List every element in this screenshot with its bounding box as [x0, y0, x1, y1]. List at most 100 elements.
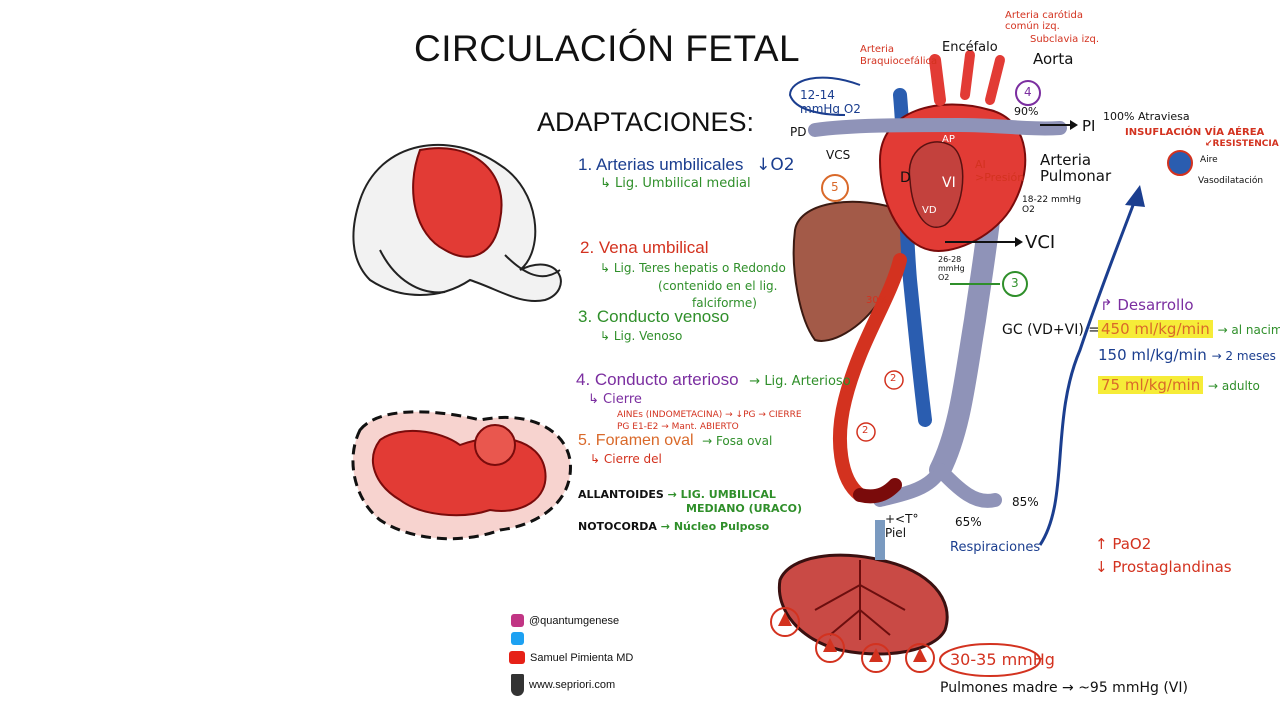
fetus-curled-illustration [351, 410, 572, 541]
gc-value: 450 ml/kg/min [1098, 320, 1213, 338]
label-vi: VI [942, 175, 956, 191]
item-note-text: Lig. Umbilical medial [615, 176, 751, 191]
item-label: 4. Conducto arterioso [576, 370, 739, 389]
heart-vessels-illustration [770, 50, 1193, 677]
gc-row: 75 ml/kg/min → adulto [1098, 376, 1260, 394]
item-note-3: falciforme) [692, 296, 757, 310]
label-atraviesa: 100% Atraviesa [1103, 110, 1190, 123]
item-arterias-umbilicales: 1. Arterias umbilicales ↓O2 [578, 155, 795, 175]
credit-instagram-text: @quantumgenese [529, 614, 620, 627]
item-note: ↳ Lig. Venoso [600, 329, 683, 343]
fetus-womb-illustration [352, 143, 562, 302]
item-note-text: Cierre [603, 392, 642, 407]
label-vd: VD [922, 205, 937, 216]
label-o2-vci: 26-28 mmHg O2 [938, 255, 965, 282]
remnant-allantoides: ALLANTOIDES → LIG. UMBILICAL [578, 488, 776, 501]
gc-arrow: → adulto [1208, 379, 1260, 393]
credit-instagram[interactable]: @quantumgenese [511, 614, 619, 627]
item-conducto-arterioso: 4. Conducto arterioso → Lig. Arterioso [576, 370, 851, 390]
label-vci: VCI [1025, 232, 1056, 253]
page-title: CIRCULACIÓN FETAL [414, 28, 801, 69]
credits: @quantumgenese [511, 614, 619, 627]
remnant-name: ALLANTOIDES [578, 488, 664, 501]
label-placenta-pressure: 30-35 mmHg [950, 650, 1055, 669]
item-note-text: Cierre del [603, 452, 662, 466]
label-pct-85: 85% [1012, 495, 1039, 509]
item-note: ↳ Lig. Teres hepatis o Redondo [600, 261, 786, 275]
instagram-icon [511, 614, 524, 627]
label-d: D [900, 170, 911, 186]
shield-logo-icon [511, 674, 524, 696]
number-2-marker-b: 2 [862, 425, 869, 436]
item-note: ↳ Lig. Umbilical medial [600, 176, 751, 191]
item-arrow-note-text: Lig. Arterioso [764, 374, 851, 389]
label-ap: AP [942, 134, 955, 145]
label-piel: +<T° Piel [885, 512, 919, 540]
youtube-icon [509, 651, 525, 664]
label-desarrollo-text: Desarrollo [1117, 296, 1194, 314]
item-label: 5. Foramen oval [578, 432, 694, 449]
remnant-result-2: MEDIANO (URACO) [686, 502, 802, 515]
credit-youtube-text: Samuel Pimienta MD [530, 651, 634, 664]
number-3-marker: 3 [1011, 276, 1019, 290]
label-o2-ap: 18-22 mmHg O2 [1022, 195, 1082, 215]
remnant-result-text: LIG. UMBILICAL [680, 488, 776, 501]
gc-row: 150 ml/kg/min → 2 meses [1098, 346, 1276, 364]
label-pct-30: 30% [866, 295, 889, 306]
label-arteria-pulmonar: Arteria Pulmonar [1040, 151, 1112, 185]
label-encefalo: Encéfalo [942, 40, 998, 55]
section-subtitle: ADAPTACIONES: [537, 107, 755, 137]
credit-youtube[interactable]: Samuel Pimienta MD [509, 651, 633, 664]
label-respiraciones: Respiraciones [950, 540, 1041, 555]
label-vasodilatacion: Vasodilatación [1198, 176, 1264, 186]
item-arrow-note-text: Fosa oval [715, 434, 773, 448]
label-aorta: Aorta [1033, 50, 1074, 68]
label-arteria-braquio: Arteria Braquiocefálica [860, 44, 938, 67]
label-pulmones: Pulmones madre → ~95 mmHg (VI) [940, 680, 1188, 696]
item-extra-1: AINEs (INDOMETACINA) → ↓PG → CIERRE [617, 410, 802, 420]
label-prostaglandinas: ↓ Prostaglandinas [1095, 558, 1232, 576]
label-insuflacion: INSUFLACIÓN VÍA AÉREA [1125, 127, 1265, 138]
remnant-result: → LIG. UMBILICAL [667, 488, 776, 501]
label-vcs: VCS [826, 148, 851, 162]
credit-twitter[interactable] [511, 632, 524, 650]
gc-arrow: → 2 meses [1211, 349, 1276, 363]
item-note-2: (contenido en el lig. [658, 279, 778, 293]
label-gc: GC (VD+VI) = [1002, 322, 1100, 338]
item-foramen-oval: 5. Foramen oval → Fosa oval [578, 432, 772, 450]
label-pct-65: 65% [955, 515, 982, 529]
label-subclavia: Subclavia izq. [1030, 34, 1099, 45]
item-arrow-note: → Fosa oval [702, 434, 773, 448]
item-note: ↳ Cierre [588, 392, 642, 407]
twitter-icon [511, 632, 524, 645]
remnant-notocorda: NOTOCORDA → Núcleo Pulposo [578, 520, 769, 533]
label-prostaglandinas-text: Prostaglandinas [1112, 558, 1232, 576]
label-pao2-text: PaO2 [1112, 535, 1152, 553]
label-ai-presion: AI >Presión [975, 158, 1025, 184]
label-desarrollo: ↱ Desarrollo [1100, 296, 1194, 314]
remnant-name: NOTOCORDA [578, 520, 657, 533]
item-label: 1. Arterias umbilicales [578, 155, 744, 174]
gc-row: 450 ml/kg/min → al nacim. [1098, 320, 1280, 338]
item-vena-umbilical: 2. Vena umbilical [580, 238, 709, 257]
label-o2-top: 12-14 mmHg O2 [800, 88, 861, 116]
credit-web[interactable]: www.sepriori.com [511, 674, 615, 696]
gc-value: 75 ml/kg/min [1098, 376, 1204, 394]
item-note: ↳ Cierre del [590, 452, 662, 466]
item-note-text: Lig. Venoso [613, 329, 683, 343]
item-arrow-note: ↓O2 [756, 155, 795, 175]
gc-value: 150 ml/kg/min [1098, 346, 1207, 364]
item-note-text: Lig. Teres hepatis o Redondo [613, 261, 786, 275]
number-2-marker: 2 [890, 373, 897, 384]
number-5-marker: 5 [831, 180, 839, 194]
label-carotida: Arteria carótida común izq. [1005, 10, 1084, 32]
label-resistencia: ↙RESISTENCIA [1205, 139, 1279, 149]
label-pao2: ↑ PaO2 [1095, 535, 1152, 553]
label-aire: Aire [1200, 155, 1218, 165]
label-pct-90: 90% [1014, 105, 1039, 118]
item-arrow-note: → Lig. Arterioso [749, 374, 851, 389]
item-extra-2: PG E1-E2 → Mant. ABIERTO [617, 422, 739, 432]
remnant-result: → Núcleo Pulposo [660, 520, 770, 533]
credit-web-text: www.sepriori.com [529, 679, 616, 691]
